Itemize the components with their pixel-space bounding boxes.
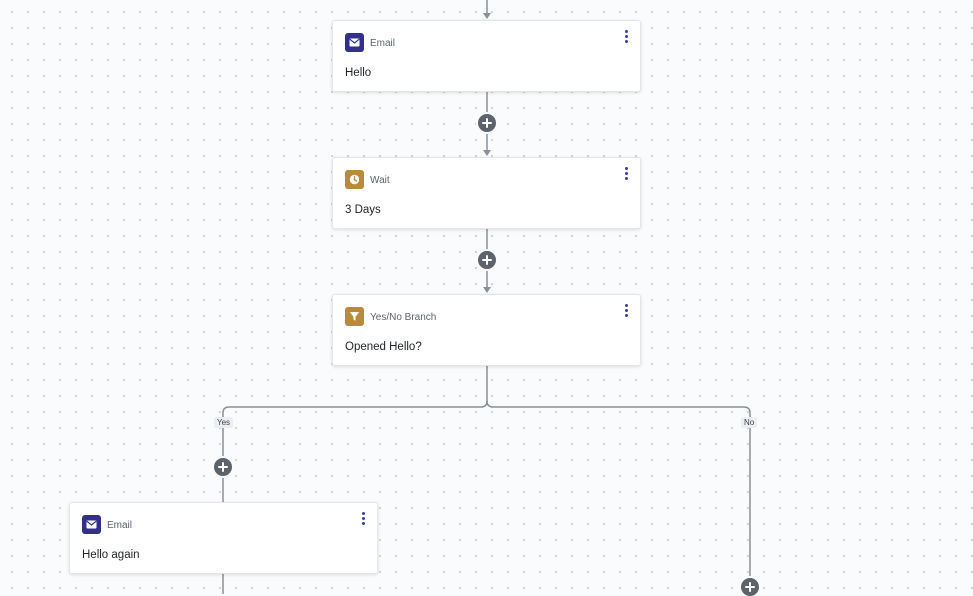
connector-arrow [483, 13, 491, 19]
node-title: 3 Days [345, 204, 381, 216]
filter-icon [345, 307, 364, 326]
node-branch-opened[interactable]: Yes/No Branch Opened Hello? [332, 294, 641, 366]
clock-icon [345, 170, 364, 189]
connector-no-branch [486, 400, 751, 594]
vertical-dots-icon[interactable] [620, 29, 632, 43]
branch-label-yes: Yes [214, 417, 234, 428]
vertical-dots-icon[interactable] [620, 166, 632, 180]
branch-label-no: No [741, 417, 758, 428]
node-title: Opened Hello? [345, 341, 422, 353]
node-email-hello[interactable]: Email Hello [332, 20, 641, 92]
node-title: Hello [345, 67, 372, 79]
connector-yes-branch [222, 400, 488, 502]
plus-circle-icon[interactable] [741, 578, 759, 596]
node-email-hello-again[interactable]: Email Hello again [69, 502, 378, 574]
vertical-dots-icon[interactable] [620, 303, 632, 317]
node-type-label: Email [370, 38, 396, 49]
plus-circle-icon[interactable] [478, 114, 496, 132]
envelope-icon [345, 33, 364, 52]
plus-circle-icon[interactable] [478, 251, 496, 269]
node-title: Hello again [82, 549, 140, 561]
envelope-icon [82, 515, 101, 534]
node-type-label: Yes/No Branch [370, 312, 437, 323]
plus-circle-icon[interactable] [214, 458, 232, 476]
node-wait-3-days[interactable]: Wait 3 Days [332, 157, 641, 229]
node-type-label: Wait [370, 175, 390, 186]
connector-arrow [483, 287, 491, 293]
vertical-dots-icon[interactable] [357, 511, 369, 525]
node-type-label: Email [107, 520, 133, 531]
connector-arrow [483, 150, 491, 156]
